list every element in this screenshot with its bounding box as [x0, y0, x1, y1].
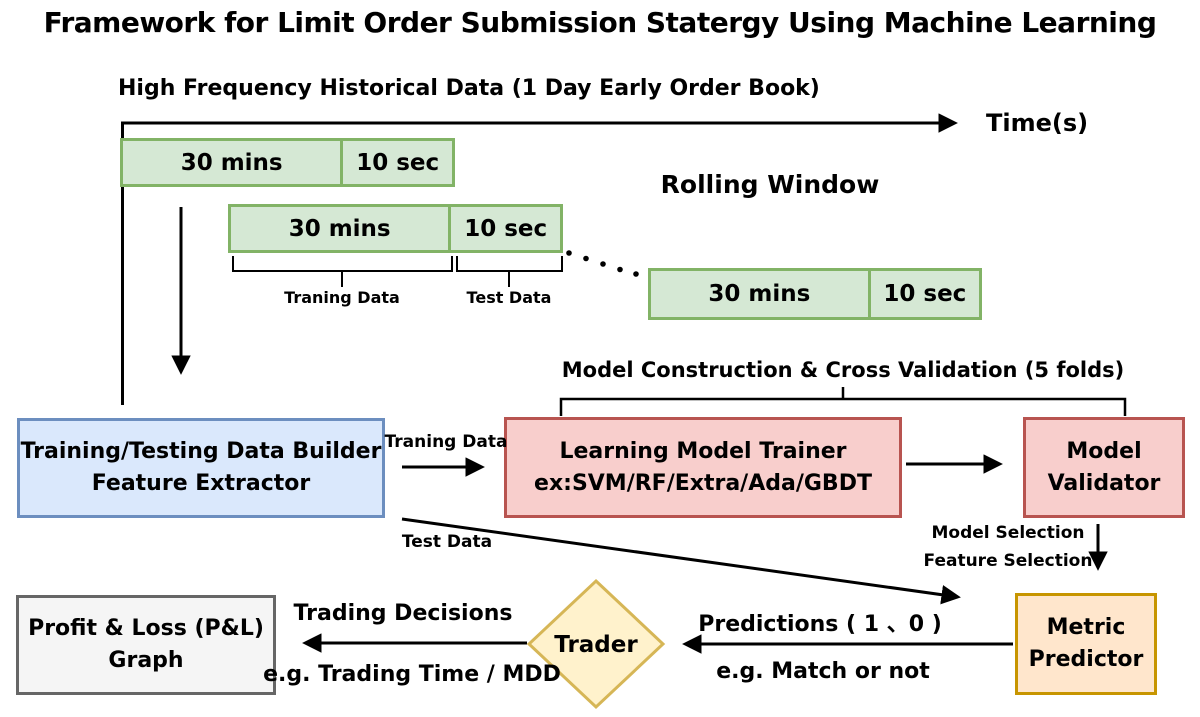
model-trainer-node: Learning Model Trainer ex:SVM/RF/Extra/A… — [504, 417, 902, 518]
model-validator-line1: Model — [1066, 438, 1142, 464]
train-window-segment: 30 mins — [231, 207, 452, 250]
test-data-edge-label: Test Data — [401, 532, 493, 552]
training-data-brace — [232, 256, 453, 272]
train-window-segment: 30 mins — [651, 271, 871, 317]
time-axis-label: Time(s) — [986, 109, 1089, 137]
test-window-segment: 10 sec — [883, 281, 967, 307]
rolling-window-1: 30 mins 10 sec — [120, 138, 455, 187]
historical-data-header: High Frequency Historical Data (1 Day Ea… — [118, 76, 820, 101]
rolling-window-3: 30 mins 10 sec — [648, 268, 982, 320]
test-window-segment: 10 sec — [356, 149, 440, 176]
model-trainer-line2: ex:SVM/RF/Extra/Ada/GBDT — [534, 470, 872, 496]
rolling-ellipsis-dots — [566, 250, 639, 277]
test-data-arrow — [401, 517, 961, 605]
rolling-window-2: 30 mins 10 sec — [228, 204, 563, 253]
pnl-graph-node: Profit & Loss (P&L) Graph — [16, 595, 276, 695]
data-builder-line1: Training/Testing Data Builder — [20, 439, 382, 465]
cross-validation-bracket — [559, 397, 1127, 416]
data-builder-node: Training/Testing Data Builder Feature Ex… — [17, 418, 385, 518]
trader-node-label: Trader — [554, 632, 638, 658]
trading-decisions-example-label: e.g. Trading Time / MDD — [263, 662, 561, 687]
pnl-line1: Profit & Loss (P&L) — [28, 616, 264, 642]
test-window-segment: 10 sec — [464, 215, 548, 242]
predictions-example-label: e.g. Match or not — [716, 659, 930, 684]
data-builder-line2: Feature Extractor — [91, 471, 311, 496]
model-trainer-line1: Learning Model Trainer — [559, 438, 847, 464]
page-title: Framework for Limit Order Submission Sta… — [43, 6, 1157, 39]
model-selection-label: Model Selection — [931, 523, 1085, 543]
trading-decisions-edge-label: Trading Decisions — [293, 601, 513, 626]
cross-validation-label: Model Construction & Cross Validation (5… — [561, 358, 1125, 382]
feature-selection-label: Feature Selection — [923, 551, 1093, 571]
trader-node — [526, 578, 666, 710]
model-validator-node: Model Validator — [1023, 417, 1185, 518]
training-data-edge-label: Traning Data — [384, 432, 508, 452]
test-data-brace — [456, 256, 563, 272]
metric-predictor-line1: Metric — [1046, 615, 1126, 641]
training-brace-label: Traning Data — [284, 288, 400, 307]
predictions-edge-label: Predictions ( 1 、0 ) — [698, 612, 942, 637]
model-validator-line2: Validator — [1047, 470, 1161, 496]
train-window-segment: 30 mins — [123, 141, 344, 184]
metric-predictor-node: Metric Predictor — [1015, 593, 1157, 695]
rolling-window-label: Rolling Window — [660, 170, 880, 199]
metric-predictor-line2: Predictor — [1028, 647, 1144, 672]
pnl-line2: Graph — [108, 648, 184, 673]
test-brace-label: Test Data — [466, 288, 552, 307]
